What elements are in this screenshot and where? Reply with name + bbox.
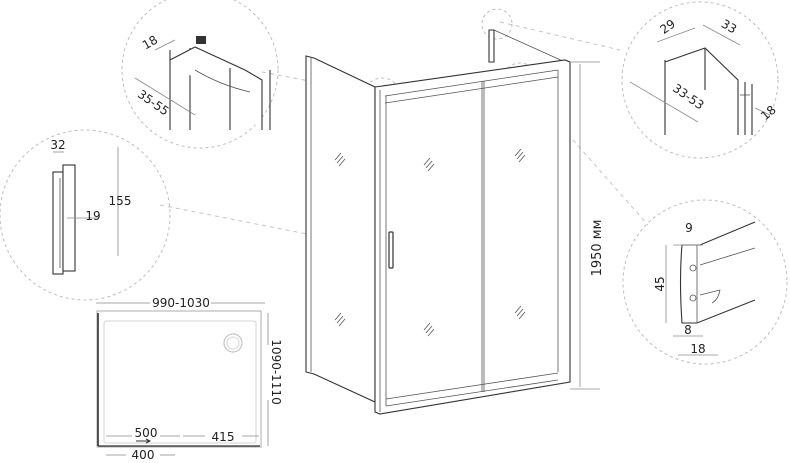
plan-view: 990-1030 1090-1110 500 415 400 — [96, 296, 283, 462]
dim-29-label: 29 — [657, 17, 678, 37]
detail-handle: 32 19 155 — [0, 129, 171, 301]
glass-marks — [334, 148, 526, 337]
door-handle — [388, 231, 394, 269]
side-panel — [305, 55, 376, 403]
dim-19-label: 19 — [85, 209, 100, 223]
detail-bottom-guide: 9 45 8 18 — [622, 199, 788, 365]
main-enclosure-view: 1950 мм — [305, 29, 605, 415]
dim-18-guide-label: 18 — [690, 342, 705, 356]
plan-width-label: 990-1030 — [152, 296, 210, 310]
fixed-offset-label: 400 — [132, 448, 155, 462]
dim-18-right-label: 18 — [758, 103, 779, 124]
side-offset-label: 415 — [212, 430, 235, 444]
detail-top-left-profile: 18 35-55 — [121, 0, 279, 149]
plan-depth-label: 1090-1110 — [269, 339, 283, 404]
dim-9-label: 9 — [685, 221, 693, 235]
dim-45-label: 45 — [653, 276, 667, 291]
dim-35-55-label: 35-55 — [135, 87, 172, 118]
door-opening-label: 500 — [135, 426, 158, 440]
dim-155-label: 155 — [109, 194, 132, 208]
dim-18-label: 18 — [140, 33, 160, 53]
front-frame — [374, 59, 571, 415]
detail-top-right-profile: 29 33 33-53 18 — [621, 1, 779, 159]
height-label: 1950 мм — [590, 220, 605, 277]
dim-33-label: 33 — [719, 17, 739, 37]
dim-8-label: 8 — [684, 323, 692, 337]
dim-32-label: 32 — [50, 138, 65, 152]
